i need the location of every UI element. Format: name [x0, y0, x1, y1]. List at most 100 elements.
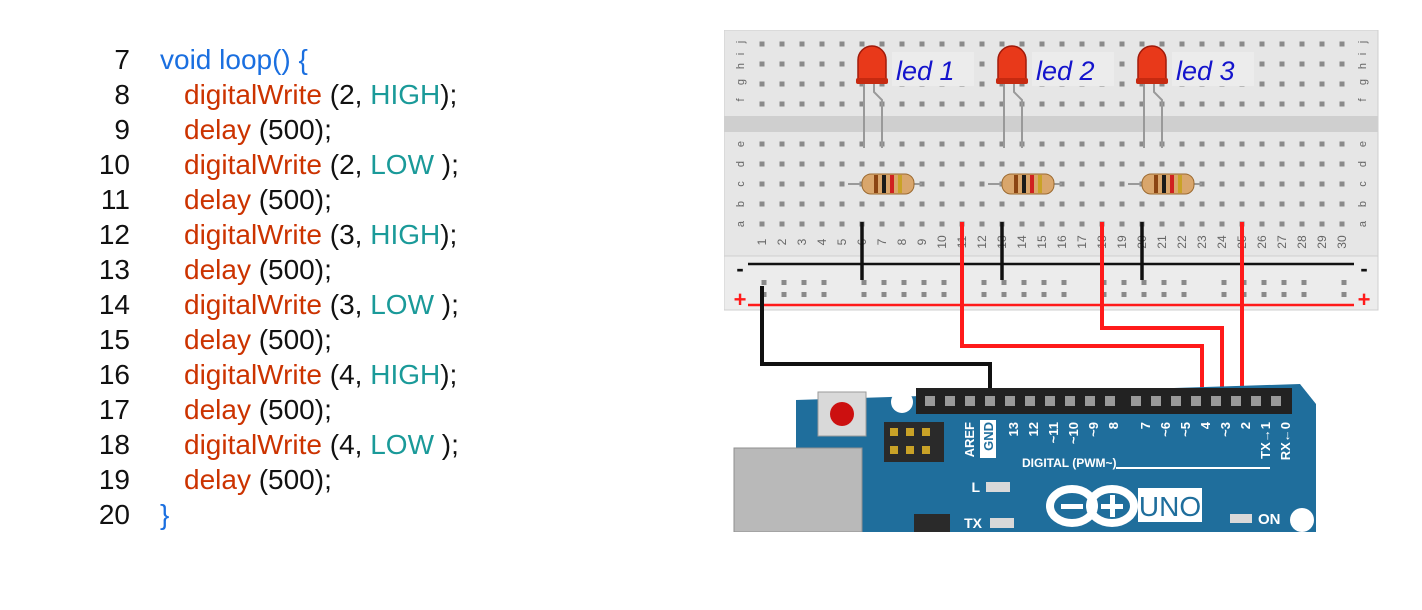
pin-label: RX←0	[1278, 422, 1293, 460]
rail-hole	[981, 280, 987, 285]
breadboard-hole	[859, 141, 865, 147]
column-number: 21	[1155, 235, 1169, 249]
breadboard-hole	[759, 101, 765, 107]
breadboard-hole	[1279, 161, 1285, 167]
rail-minus-sign: -	[736, 256, 743, 281]
breadboard-hole	[759, 181, 765, 187]
breadboard-hole	[1019, 221, 1025, 227]
rail-hole	[1021, 292, 1027, 297]
code-text: digitalWrite (4, LOW );	[184, 427, 459, 462]
breadboard-hole	[1179, 201, 1185, 207]
header-pin	[1251, 396, 1261, 406]
breadboard-hole	[1179, 101, 1185, 107]
header-pin	[1005, 396, 1015, 406]
uno-badge	[1138, 488, 1202, 522]
header-pin	[925, 396, 935, 406]
breadboard-hole	[959, 181, 965, 187]
led-label: led 3	[1176, 56, 1235, 86]
resistor-body	[1141, 173, 1195, 195]
rail-hole	[1181, 292, 1187, 297]
breadboard-hole	[1259, 181, 1265, 187]
code-text: delay (500);	[184, 462, 332, 497]
led-label: led 2	[1036, 56, 1095, 86]
column-number: 8	[895, 238, 909, 245]
row-letter-left: f	[735, 98, 747, 102]
resistor-band	[874, 175, 878, 193]
led-label-bg	[1172, 52, 1254, 86]
breadboard-hole	[1059, 141, 1065, 147]
code-token: (500);	[250, 184, 332, 215]
line-number: 14	[98, 289, 130, 320]
code-token: );	[434, 149, 459, 180]
breadboard-hole	[1199, 101, 1205, 107]
rail-hole	[1041, 292, 1047, 297]
led-flange	[1136, 78, 1168, 84]
resistor-band	[890, 175, 894, 193]
breadboard-hole	[1159, 161, 1165, 167]
gnd-wire	[760, 286, 992, 404]
breadboard-hole	[779, 41, 785, 47]
code-token: (500);	[250, 394, 332, 425]
header-pin	[1085, 396, 1095, 406]
rail-hole	[1261, 292, 1267, 297]
rail-hole	[821, 292, 827, 297]
column-number: 22	[1175, 235, 1189, 249]
rail-hole	[1221, 280, 1227, 285]
breadboard-hole	[959, 141, 965, 147]
pin-label: ~3	[1218, 422, 1233, 437]
breadboard-hole	[1259, 201, 1265, 207]
breadboard-hole	[1219, 201, 1225, 207]
breadboard-hole	[1279, 81, 1285, 87]
rail-hole	[941, 292, 947, 297]
breadboard-hole	[1219, 41, 1225, 47]
breadboard-hole	[1259, 41, 1265, 47]
rail-plus-sign: +	[734, 287, 747, 312]
breadboard-hole	[1299, 61, 1305, 67]
breadboard-hole	[1099, 101, 1105, 107]
code-token: digitalWrite	[184, 149, 322, 180]
breadboard-hole	[939, 161, 945, 167]
breadboard-hole	[1239, 161, 1245, 167]
breadboard-hole	[1339, 81, 1345, 87]
line-number: 7	[114, 44, 130, 75]
code-token: delay	[184, 394, 251, 425]
row-letter-right: d	[1357, 161, 1369, 167]
breadboard-hole	[1199, 201, 1205, 207]
breadboard-hole	[1019, 161, 1025, 167]
breadboard-hole	[899, 141, 905, 147]
breadboard-hole	[1339, 101, 1345, 107]
rail-hole	[901, 292, 907, 297]
rail-hole	[1301, 280, 1307, 285]
breadboard-hole	[1179, 221, 1185, 227]
breadboard-hole	[1339, 181, 1345, 187]
resistor-body	[861, 173, 915, 195]
gnd-highlight	[980, 420, 996, 458]
breadboard-hole	[939, 141, 945, 147]
reset-button-cap	[830, 402, 854, 426]
breadboard-hole	[1139, 141, 1145, 147]
column-number: 27	[1275, 235, 1289, 249]
breadboard-hole	[799, 161, 805, 167]
breadboard-hole	[1059, 221, 1065, 227]
pin-label: GND	[981, 422, 996, 451]
breadboard-hole	[839, 61, 845, 67]
breadboard-hole	[1239, 101, 1245, 107]
breadboard-hole	[819, 81, 825, 87]
pin-label-group: 8	[1106, 422, 1121, 429]
line-number: 18	[98, 429, 130, 460]
code-token: HIGH	[370, 219, 441, 250]
breadboard-center-channel	[724, 116, 1378, 132]
rail-hole	[1001, 292, 1007, 297]
on-label: ON	[1258, 511, 1281, 528]
l-led	[986, 482, 1010, 492]
rail-hole	[1001, 280, 1007, 285]
row-letter-right: j	[1357, 41, 1369, 44]
breadboard-hole	[759, 161, 765, 167]
icsp-pin	[890, 428, 898, 436]
icsp-pin	[906, 446, 914, 454]
row-letter-left: e	[735, 141, 747, 147]
breadboard-hole	[779, 181, 785, 187]
breadboard-hole	[779, 61, 785, 67]
breadboard-hole	[759, 141, 765, 147]
breadboard-hole	[1039, 141, 1045, 147]
